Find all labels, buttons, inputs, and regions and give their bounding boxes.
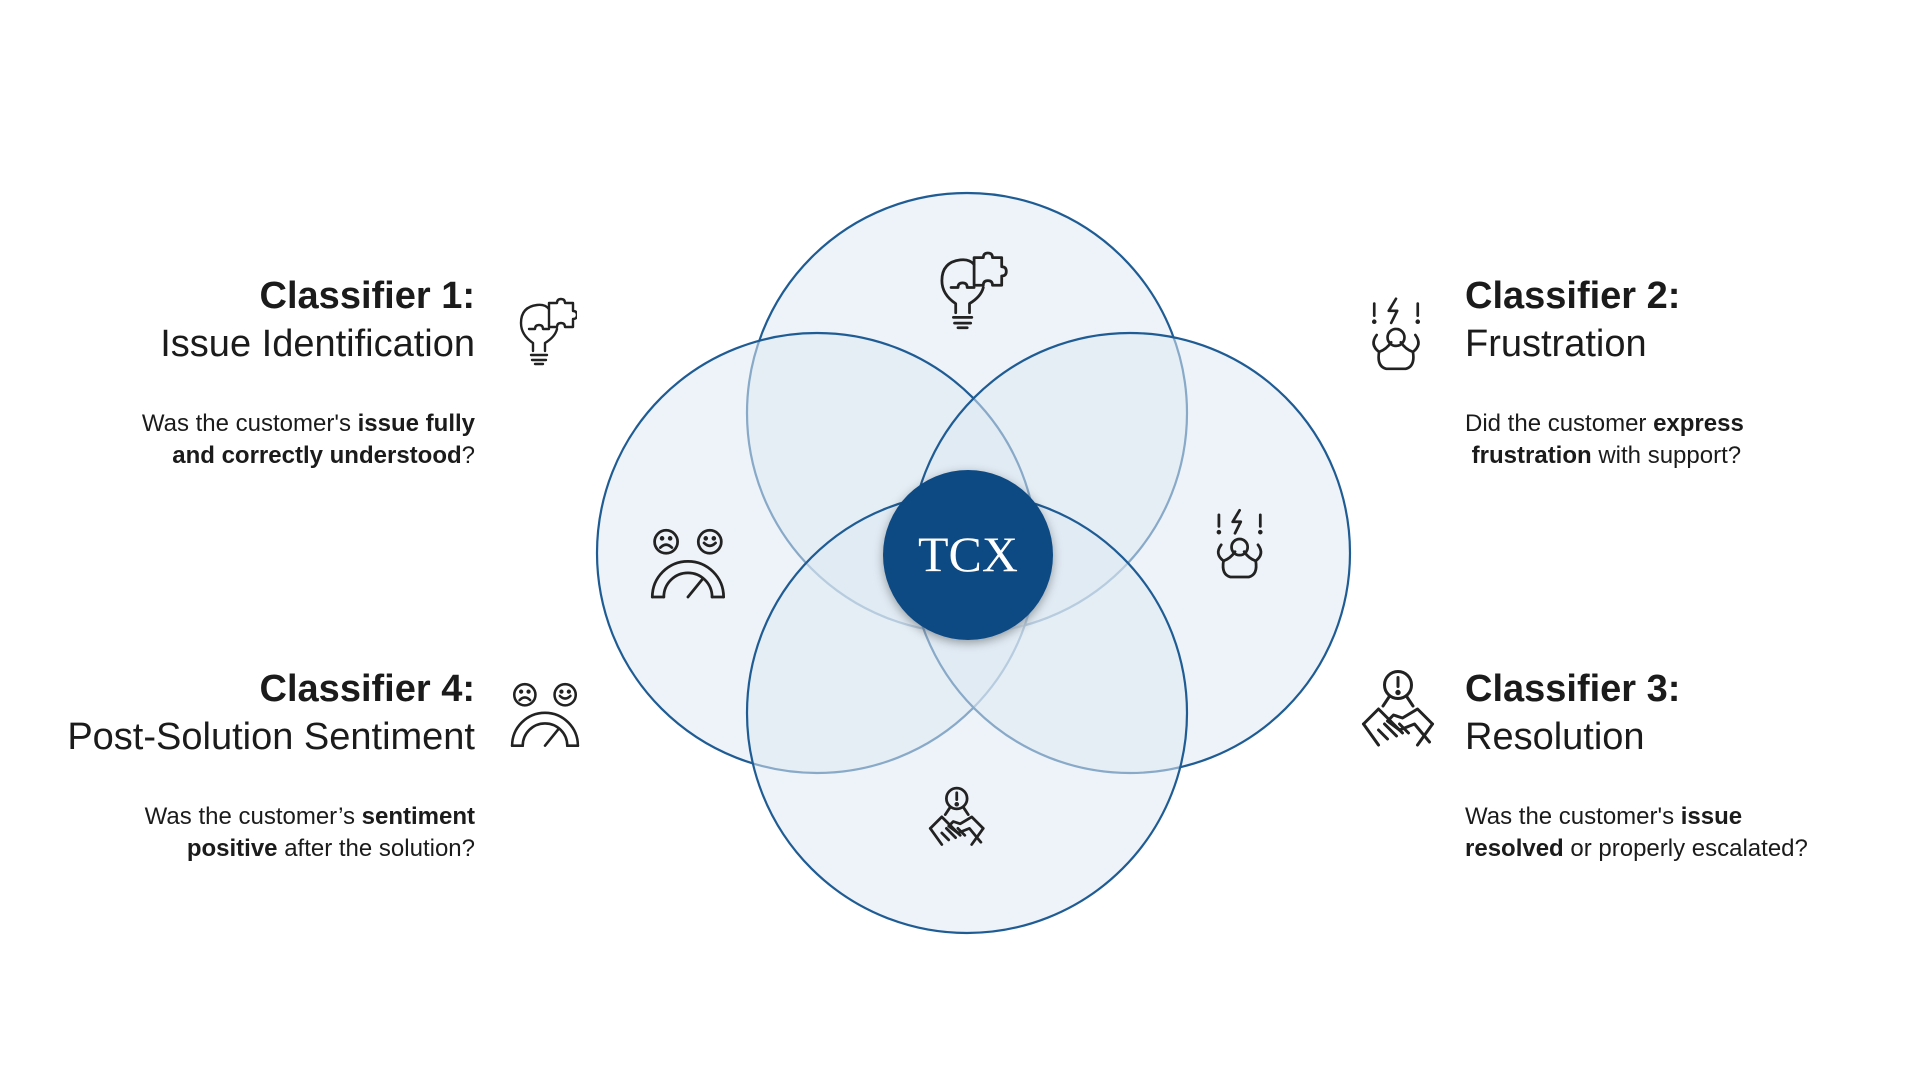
classifier-3-description: Was the customer's issue resolved or pro… bbox=[1465, 803, 1808, 862]
classifier-1-description: Was the customer's issue fully and corre… bbox=[141, 410, 475, 469]
sentiment-gauge-icon bbox=[510, 680, 580, 752]
lightbulb-puzzle-icon bbox=[515, 293, 577, 375]
frustrated-person-icon bbox=[1216, 508, 1263, 579]
classifier-4-number: Classifier 4: bbox=[259, 668, 475, 710]
center-label: TCX bbox=[918, 526, 1018, 582]
classifier-2-name: Frustration bbox=[1465, 323, 1647, 365]
classifier-2-block: Classifier 2: Frustration Did the custom… bbox=[1465, 272, 1905, 472]
classifier-1-block: Classifier 1: Issue Identification Was t… bbox=[20, 272, 475, 472]
lightbulb-puzzle-icon bbox=[940, 251, 1008, 330]
classifier-2-heading: Classifier 2: Frustration bbox=[1465, 272, 1905, 368]
classifier-3-heading: Classifier 3: Resolution bbox=[1465, 665, 1905, 761]
classifier-1-name: Issue Identification bbox=[160, 323, 475, 365]
classifier-2-number: Classifier 2: bbox=[1465, 275, 1681, 317]
classifier-4-heading: Classifier 4: Post-Solution Sentiment bbox=[10, 665, 475, 761]
center-hub bbox=[883, 470, 1053, 640]
classifier-4-block: Classifier 4: Post-Solution Sentiment Wa… bbox=[10, 665, 475, 865]
classifier-2-description: Did the customer express frustration wit… bbox=[1465, 410, 1744, 469]
classifier-1-heading: Classifier 1: Issue Identification bbox=[20, 272, 475, 368]
classifier-4-name: Post-Solution Sentiment bbox=[67, 716, 475, 758]
frustrated-person-icon bbox=[1367, 292, 1425, 378]
venn-circles bbox=[595, 191, 1352, 935]
classifier-3-block: Classifier 3: Resolution Was the custome… bbox=[1465, 665, 1905, 865]
classifier-3-name: Resolution bbox=[1465, 716, 1645, 758]
classifier-3-number: Classifier 3: bbox=[1465, 668, 1681, 710]
sentiment-gauge-icon bbox=[650, 528, 725, 599]
handshake-alert-icon bbox=[928, 786, 985, 846]
classifier-4-description: Was the customer’s sentiment positive af… bbox=[144, 803, 475, 862]
classifier-1-number: Classifier 1: bbox=[259, 275, 475, 317]
handshake-alert-icon bbox=[1360, 670, 1436, 760]
